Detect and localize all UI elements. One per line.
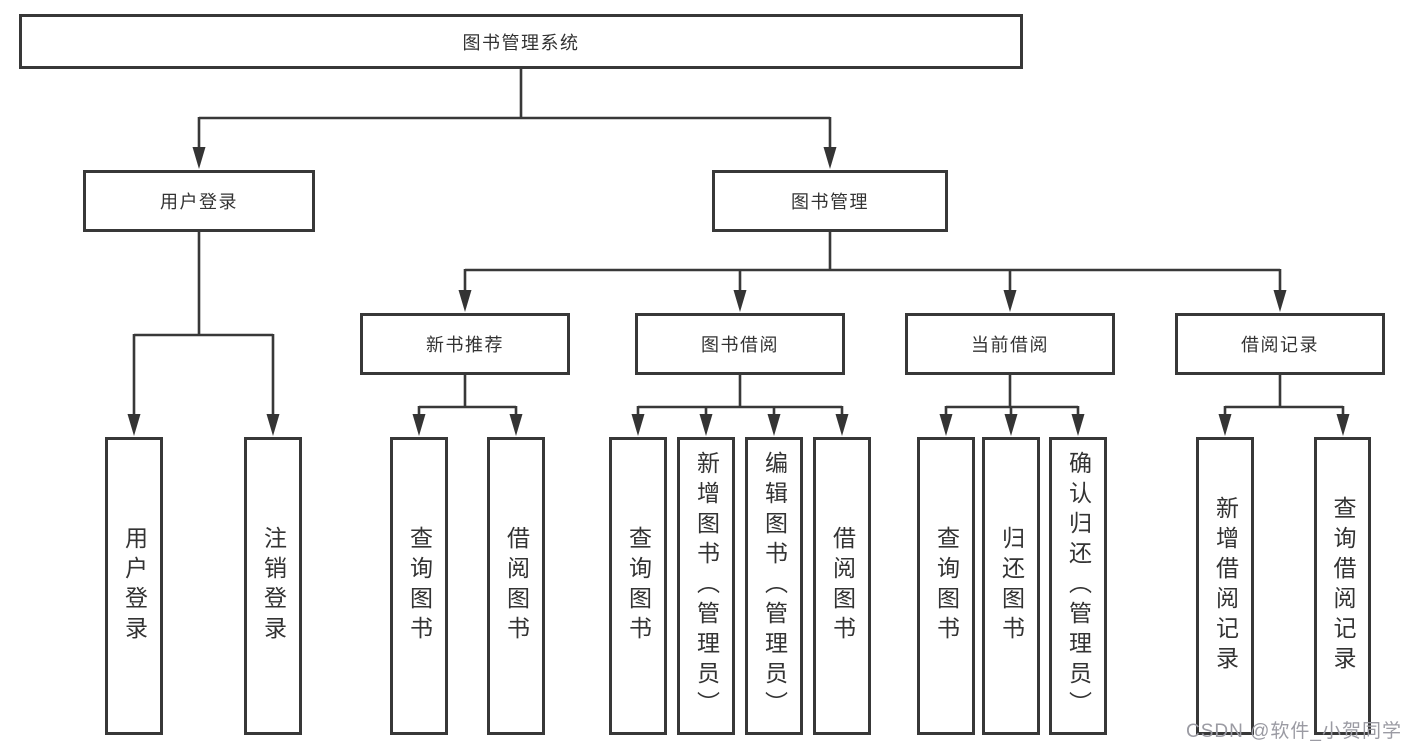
node-label: 编辑图书（管理员） bbox=[761, 451, 788, 721]
node-label: 借阅记录 bbox=[1241, 335, 1319, 355]
csdn-watermark: CSDN @软件_小贺同学 bbox=[1186, 721, 1402, 742]
node-user-login: 用户登录 bbox=[83, 170, 315, 232]
node-current-borrowing: 当前借阅 bbox=[905, 313, 1115, 375]
node-borrowing-borrow-books: 借阅图书 bbox=[813, 437, 871, 735]
node-label: 查询借阅记录 bbox=[1330, 496, 1356, 676]
connector-book-borrowing-to-leaves bbox=[631, 375, 849, 436]
node-label: 确认归还（管理员） bbox=[1065, 451, 1092, 721]
connector-user-login-to-leaves bbox=[127, 232, 280, 436]
node-label: 查询图书 bbox=[406, 526, 433, 646]
connector-current-borrowing-to-leaves bbox=[939, 375, 1085, 436]
node-label: 图书借阅 bbox=[701, 335, 779, 355]
node-label: 新书推荐 bbox=[426, 335, 504, 355]
node-label: 归还图书 bbox=[998, 526, 1025, 646]
node-current-return-books: 归还图书 bbox=[982, 437, 1040, 735]
node-label: 借阅图书 bbox=[829, 526, 856, 646]
node-label: 注销登录 bbox=[260, 526, 287, 646]
node-book-management: 图书管理 bbox=[712, 170, 948, 232]
node-records-add-record: 新增借阅记录 bbox=[1196, 437, 1254, 735]
node-label: 查询图书 bbox=[625, 526, 652, 646]
node-borrowing-query-books: 查询图书 bbox=[609, 437, 667, 735]
connector-root-to-level2 bbox=[192, 69, 837, 169]
node-book-borrowing: 图书借阅 bbox=[635, 313, 845, 375]
node-borrow-records: 借阅记录 bbox=[1175, 313, 1385, 375]
connector-book-management-to-level3 bbox=[458, 232, 1287, 312]
node-label: 图书管理系统 bbox=[462, 32, 580, 53]
node-label: 查询图书 bbox=[933, 526, 960, 646]
node-label: 用户登录 bbox=[160, 192, 238, 212]
node-label: 新增图书（管理员） bbox=[693, 451, 720, 721]
node-logout: 注销登录 bbox=[244, 437, 302, 735]
node-root-system: 图书管理系统 bbox=[19, 14, 1023, 69]
connector-borrow-records-to-leaves bbox=[1218, 375, 1350, 436]
node-user-login-leaf: 用户登录 bbox=[105, 437, 163, 735]
node-label: 用户登录 bbox=[121, 526, 148, 646]
connector-new-book-recommend-to-leaves bbox=[412, 375, 523, 436]
node-current-confirm-return-admin: 确认归还（管理员） bbox=[1049, 437, 1107, 735]
node-new-book-recommend: 新书推荐 bbox=[360, 313, 570, 375]
node-newbooks-borrow-books: 借阅图书 bbox=[487, 437, 545, 735]
node-label: 图书管理 bbox=[791, 192, 869, 212]
node-records-query-record: 查询借阅记录 bbox=[1314, 437, 1371, 735]
node-newbooks-query-books: 查询图书 bbox=[390, 437, 448, 735]
node-borrowing-add-books-admin: 新增图书（管理员） bbox=[677, 437, 735, 735]
node-label: 新增借阅记录 bbox=[1212, 496, 1239, 676]
node-label: 当前借阅 bbox=[971, 335, 1049, 355]
node-label: 借阅图书 bbox=[503, 526, 530, 646]
node-borrowing-edit-books-admin: 编辑图书（管理员） bbox=[745, 437, 803, 735]
node-current-query-books: 查询图书 bbox=[917, 437, 975, 735]
